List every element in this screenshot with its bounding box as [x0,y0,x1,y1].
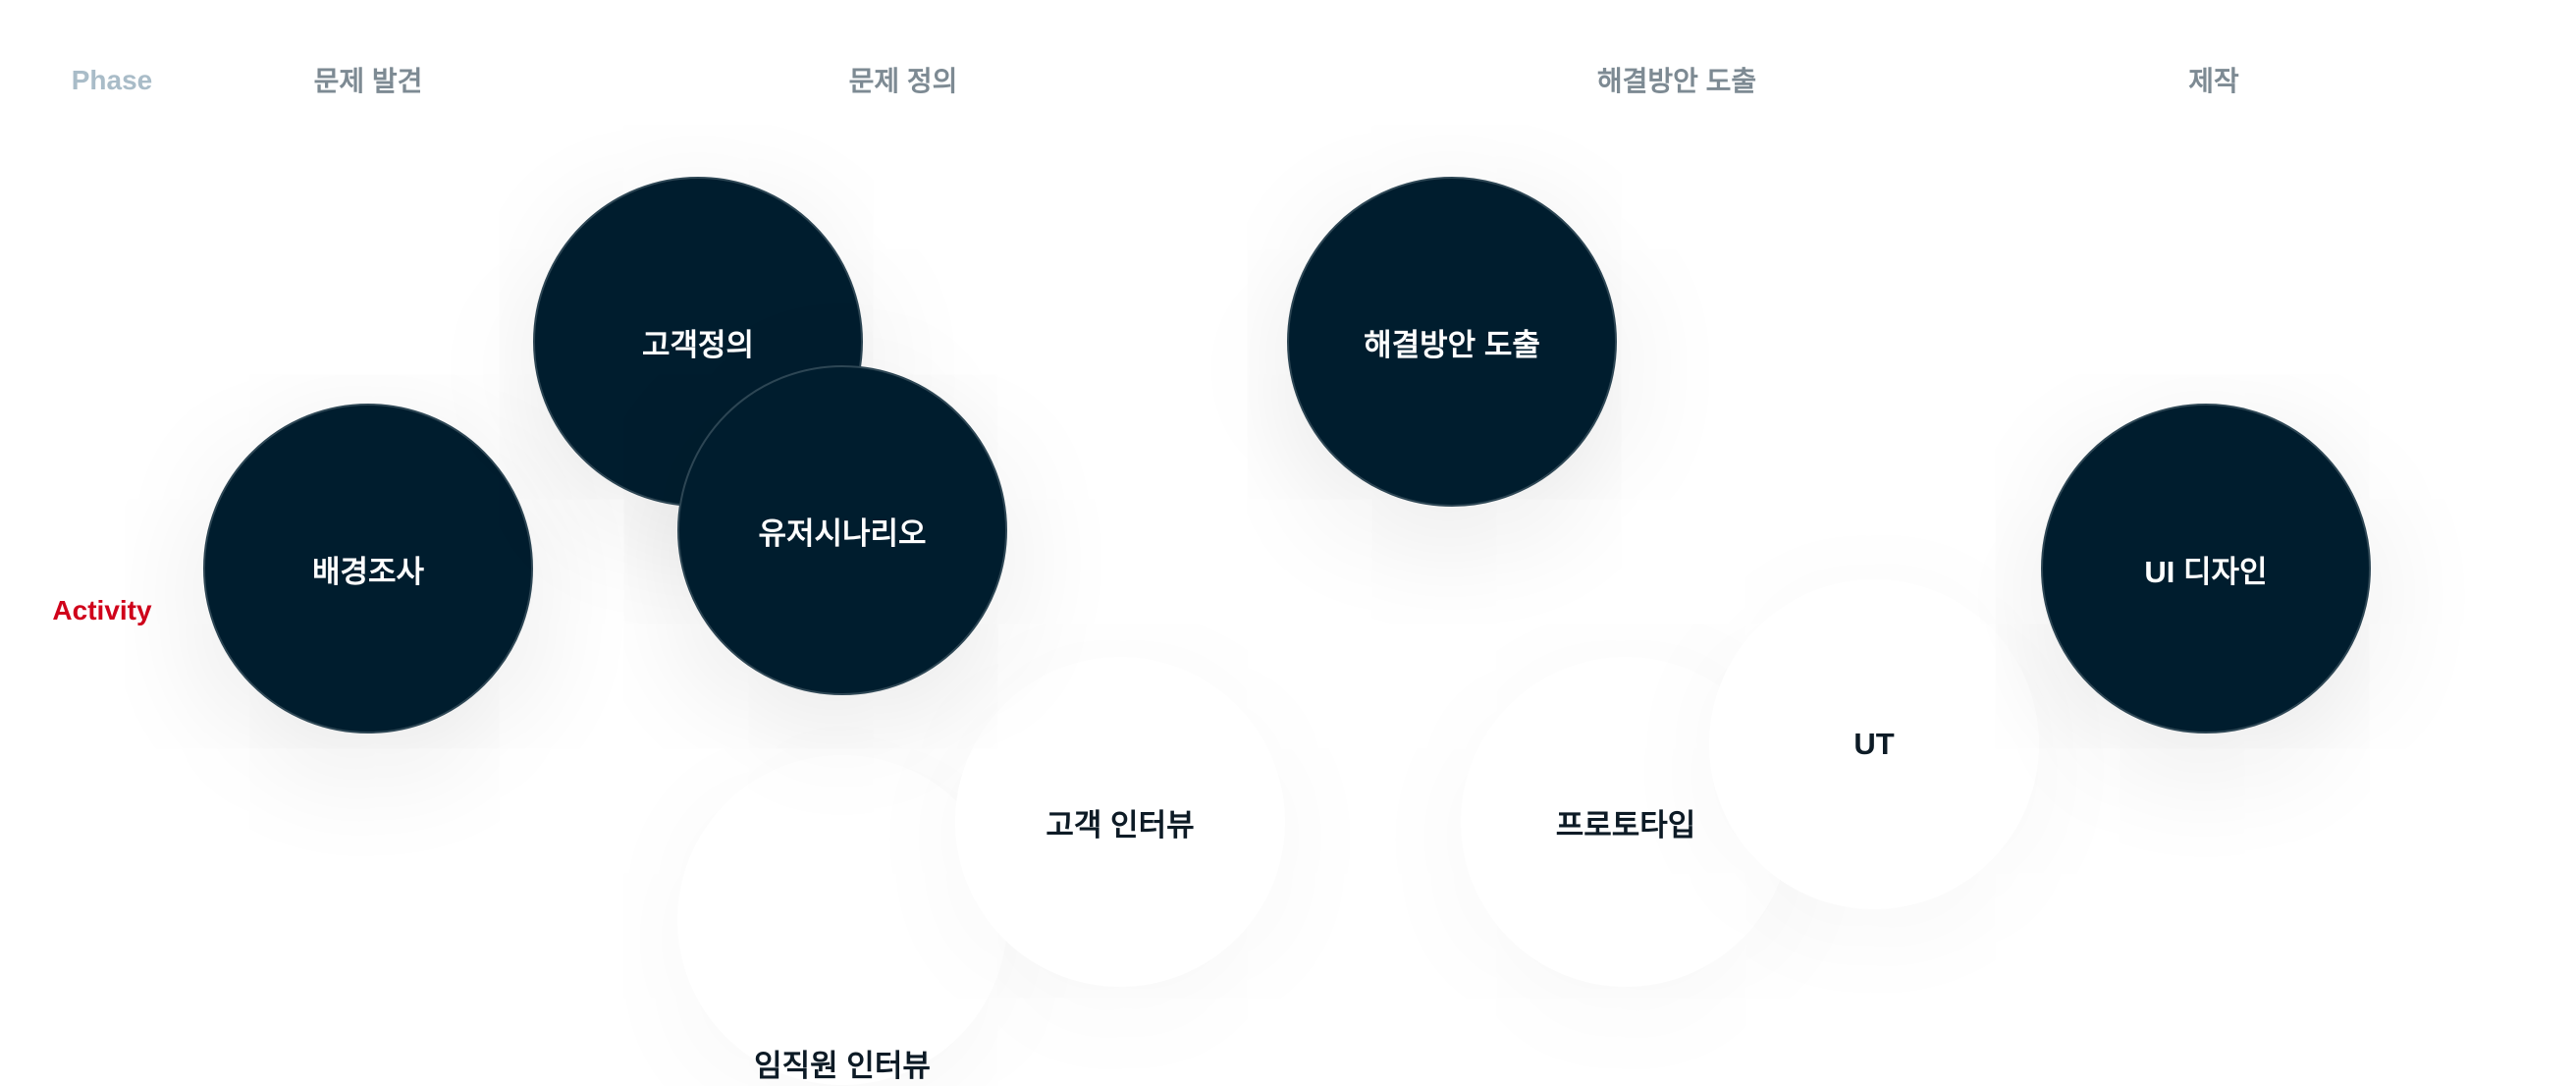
node-label: UI 디자인 [2144,554,2268,589]
node-label: 프로토타입 [1555,807,1696,842]
node-label: 고객정의 [641,327,755,362]
phase-row-label: Phase [71,65,153,95]
node-solution-derivation[interactable]: 해결방안 도출 [1287,177,1617,507]
phase-problem-definition: 문제 정의 [848,66,958,96]
node-label: 임직원 인터뷰 [754,1049,931,1083]
node-ut[interactable]: UT [1709,579,2039,909]
node-user-scenario[interactable]: 유저시나리오 [677,365,1007,695]
node-background-research[interactable]: 배경조사 [203,404,533,733]
node-label: 유저시나리오 [758,516,927,551]
node-label: 배경조사 [311,554,425,589]
node-ui-design[interactable]: UI 디자인 [2041,404,2371,733]
activity-row-label: Activity [52,595,152,625]
phase-problem-discovery: 문제 발견 [313,66,423,96]
node-employee-interview[interactable]: 임직원 인터뷰 [677,755,1007,1085]
phase-solution: 해결방안 도출 [1596,66,1757,96]
phase-production: 제작 [2188,66,2239,96]
node-label: 해결방안 도출 [1364,327,1540,362]
node-label: 고객 인터뷰 [1046,807,1195,842]
node-label: UT [1853,727,1895,761]
node-customer-interview[interactable]: 고객 인터뷰 [955,657,1285,987]
